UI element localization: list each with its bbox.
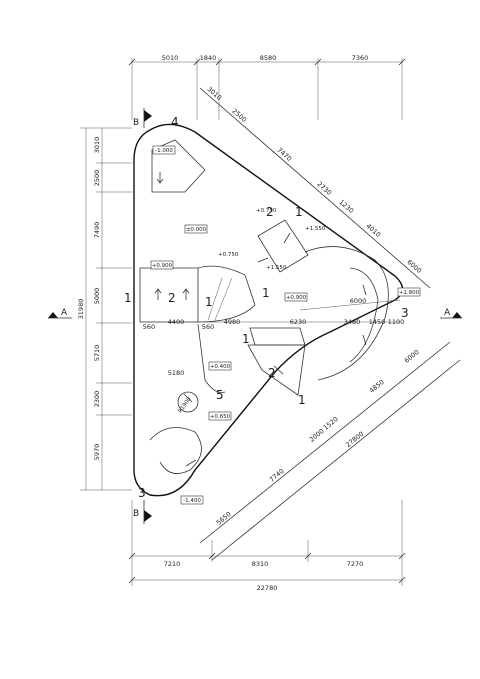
elevation-marker: -1.400 <box>183 498 201 504</box>
dimension-ticks <box>128 58 406 584</box>
dimension-label: 6000 <box>403 348 421 365</box>
elevation-marker: -1.000 <box>155 148 173 154</box>
dimension-label: 560 <box>143 323 155 331</box>
zone-number: 3 <box>401 306 409 320</box>
section-a-left-label: A <box>61 308 68 318</box>
dimension-label: 8310 <box>252 560 269 568</box>
section-a-left-arrow-icon <box>48 312 58 318</box>
dimension-label: 7490 <box>93 222 101 239</box>
diagonal-top-dimensions: 3010 2500 7470 2730 1230 4010 6000 <box>205 85 423 275</box>
dimension-label: 1450 <box>369 318 386 326</box>
zone-number: 1 <box>298 393 306 407</box>
zone-number: 2 <box>268 366 276 380</box>
dimension-label: 2500 <box>230 107 248 124</box>
dimension-label: 27800 <box>344 430 365 449</box>
extension-lines <box>80 58 461 586</box>
elevation-marker: +0.750 <box>218 252 239 258</box>
section-b-top-arrow-icon <box>144 110 152 122</box>
dimension-label: 1230 <box>337 198 355 215</box>
zone-number: 3 <box>138 486 146 500</box>
section-a-right-label: A <box>444 308 451 318</box>
overall-height-label: 31980 <box>77 299 85 320</box>
dimension-label: 7360 <box>352 54 369 62</box>
dimension-label: 1520 <box>322 415 340 432</box>
overall-width-label: 22780 <box>257 584 278 592</box>
plan-outline <box>133 123 404 497</box>
zone-number: 1 <box>124 291 132 305</box>
dimension-label: 6230 <box>290 318 307 326</box>
elevation-marker: +1.800 <box>399 290 420 296</box>
left-dimensions: 31980 3010 2500 7490 5000 5710 2300 5970 <box>77 137 101 461</box>
zone-number: 4 <box>171 115 179 129</box>
dimension-label: 2500 <box>93 170 101 187</box>
zone-number: 2 <box>168 291 176 305</box>
section-markers: A A B B <box>48 108 462 524</box>
elevation-marker: +1.550 <box>266 265 287 271</box>
zone-number: 2 <box>266 205 274 219</box>
zone-number: 1 <box>295 205 303 219</box>
section-b-bottom-label: B <box>133 509 139 519</box>
elevation-marker: +1.550 <box>305 226 326 232</box>
elevation-marker: +0.750 <box>256 208 277 214</box>
bottom-dimensions: 7210 8310 7270 22780 <box>164 560 364 592</box>
zone-numbers: 1 2 1 2 1 1 1 2 1 3 4 5 3 <box>124 115 409 500</box>
dimension-label: 8580 <box>260 54 277 62</box>
elevation-marker: +0.650 <box>210 414 231 420</box>
dimension-label: 7210 <box>164 560 181 568</box>
dimension-label: 1100 <box>388 318 405 326</box>
top-dimensions: 5010 1840 8580 7360 <box>162 54 369 62</box>
elevation-marker: +0.900 <box>286 295 307 301</box>
dimension-label: 5000 <box>93 288 101 305</box>
dimension-label: 2300 <box>93 391 101 408</box>
zone-number: 1 <box>242 332 250 346</box>
section-b-bottom-arrow-icon <box>144 510 152 522</box>
dimension-label: 3010 <box>205 85 223 102</box>
dimension-label: 4010 <box>364 222 382 239</box>
elevation-markers: -1.000 ±0.000 +0.750 +1.550 +0.750 +1.55… <box>150 145 421 505</box>
dimension-label: 7470 <box>275 146 293 163</box>
dimension-label: 4400 <box>168 318 185 326</box>
elevation-marker: +0.400 <box>210 364 231 370</box>
dimension-label: 2000 <box>308 427 326 444</box>
zone-number: 1 <box>262 286 270 300</box>
dimension-label: 5970 <box>93 444 101 461</box>
dimension-label: 3480 <box>344 318 361 326</box>
slope-arrows <box>154 172 367 467</box>
dimension-label: 1840 <box>200 54 217 62</box>
dimension-label: 6000 <box>350 297 367 305</box>
dimension-label: 5010 <box>162 54 179 62</box>
dimension-label: 4850 <box>368 378 386 395</box>
zone-number: 1 <box>205 295 213 309</box>
dimension-label: 4980 <box>224 318 241 326</box>
elevation-marker: ±0.000 <box>186 227 207 233</box>
dimension-label: 560 <box>202 323 214 331</box>
diagonal-bottom-dimensions: 5650 7740 2000 1520 4850 6000 27800 <box>215 348 421 527</box>
dimension-label: 5180 <box>168 369 185 377</box>
dimension-label: 6000 <box>405 258 423 275</box>
section-a-right-arrow-icon <box>452 312 462 318</box>
section-b-top-label: B <box>133 118 139 128</box>
dimension-label: 5710 <box>93 345 101 362</box>
dimension-label: 2730 <box>315 180 333 197</box>
zone-number: 5 <box>216 388 224 402</box>
dimension-label: 7270 <box>347 560 364 568</box>
elevation-marker: +0.900 <box>152 263 173 269</box>
dimension-label: 3010 <box>93 137 101 154</box>
